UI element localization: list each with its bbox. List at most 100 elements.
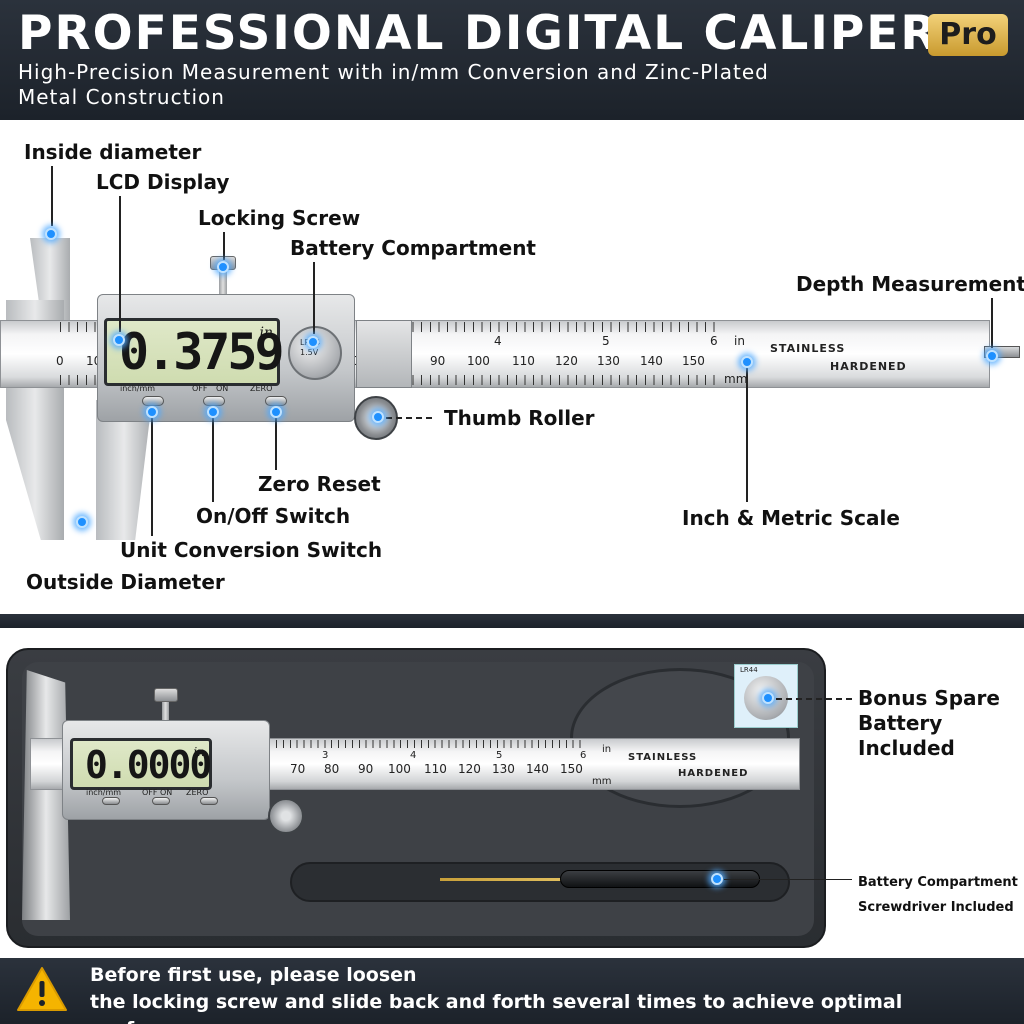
footer-warning-text: Before first use, please loosen the lock… (90, 962, 1010, 1024)
screwdriver-line-1: Battery Compartment (858, 875, 1018, 890)
lcd-value: 0.3759 (119, 323, 285, 381)
case-hardened-label: HARDENED (678, 768, 749, 779)
dot-depth-measurement (986, 350, 998, 362)
dot-unit-conversion-switch (146, 406, 158, 418)
scale-in-6: 6 (710, 334, 718, 348)
case-scale-mm-130: 130 (492, 762, 515, 776)
scale-mm-150: 150 (682, 354, 705, 368)
dot-on-off-switch (207, 406, 219, 418)
lcd-unit: in (259, 325, 274, 341)
label-inch-mm: inch/mm (120, 384, 156, 393)
lcd-display: 0.3759 in (104, 318, 285, 386)
callout-battery-compartment: Battery Compartment (290, 236, 536, 260)
callout-zero-reset: Zero Reset (258, 472, 381, 496)
case-scale-mm-150: 150 (560, 762, 583, 776)
case-scale-unit-in: in (602, 744, 612, 755)
dot-thumb-roller (372, 411, 384, 423)
case-scale-unit-mm: mm (592, 776, 612, 787)
page-subtitle: High-Precision Measurement with in/mm Co… (18, 60, 769, 109)
leader-locking-screw (223, 232, 225, 260)
head-slider-plate (356, 320, 412, 388)
case-scale-mm-70: 70 (290, 762, 306, 776)
battery-compartment[interactable] (288, 326, 342, 380)
battery-voltage: 1.5V (300, 348, 319, 357)
section-divider (0, 614, 1024, 628)
case-scale-in-6: 6 (580, 750, 587, 761)
scale-unit-in: in (734, 334, 745, 348)
scale-unit-mm: mm (724, 372, 748, 386)
leader-unit-conversion-switch (151, 416, 153, 536)
hardened-label: HARDENED (830, 360, 907, 373)
warning-icon (17, 967, 67, 1011)
callout-inside-diameter: Inside diameter (24, 140, 202, 164)
callout-unit-conversion-switch: Unit Conversion Switch (120, 538, 383, 562)
callout-depth-measurement: Depth Measurement (796, 272, 1024, 296)
dot-locking-screw (217, 261, 229, 273)
case-scale-mm-90: 90 (358, 762, 374, 776)
case-lcd-display: 0.0000 in (70, 738, 212, 790)
case-thumb-roller (268, 798, 304, 834)
leader-spare-battery (776, 698, 852, 700)
leader-on-off-switch (212, 416, 214, 502)
case-beam-ticks (276, 740, 586, 748)
case-locking-screw (154, 688, 178, 702)
scale-mm-140: 140 (640, 354, 663, 368)
label-zero: ZERO (250, 384, 273, 393)
case-scale-mm-80: 80 (324, 762, 340, 776)
case-label-inch-mm: inch/mm (86, 788, 122, 797)
case-scale-mm-110: 110 (424, 762, 447, 776)
case-stainless-label: STAINLESS (628, 752, 698, 763)
scale-mm-0: 0 (56, 354, 64, 368)
on-off-button[interactable] (203, 396, 225, 406)
leader-screwdriver (724, 879, 852, 880)
case-locking-screw-stem (162, 702, 169, 722)
unit-conversion-button[interactable] (142, 396, 164, 406)
callout-lcd-display: LCD Display (96, 170, 230, 194)
footer-warning-bar (0, 958, 1024, 1024)
callout-inch-metric-scale: Inch & Metric Scale (682, 506, 900, 530)
callout-thumb-roller: Thumb Roller (444, 406, 595, 430)
dot-outside-diameter (76, 516, 88, 528)
zero-reset-button[interactable] (265, 396, 287, 406)
stainless-label: STAINLESS (770, 342, 846, 355)
scale-mm-130: 130 (597, 354, 620, 368)
label-on: ON (216, 384, 229, 393)
bonus-battery-line-2: Battery (858, 711, 943, 735)
dot-screwdriver (711, 873, 723, 885)
leader-inside-diameter (51, 166, 53, 226)
locking-screw-stem (219, 270, 227, 296)
pro-badge: Pro (928, 14, 1008, 56)
dot-lcd-display (113, 334, 125, 346)
caliper-diagram: 0 10 70 90 100 110 120 130 140 150 4 5 6… (0, 120, 1024, 614)
scale-mm-90: 90 (430, 354, 446, 368)
bonus-battery-line-1: Bonus Spare (858, 686, 1000, 710)
case-zero-button (200, 797, 218, 805)
case-label-zero: ZERO (186, 788, 209, 797)
footer-line-2: the locking screw and slide back and for… (90, 991, 903, 1024)
footer-line-1: Before first use, please loosen (90, 964, 417, 986)
dot-zero-reset (270, 406, 282, 418)
case-lcd-unit: in (193, 745, 205, 759)
callout-locking-screw: Locking Screw (198, 206, 361, 230)
leader-zero-reset (275, 416, 277, 470)
scale-in-4: 4 (494, 334, 502, 348)
leader-depth-measurement (991, 298, 993, 348)
case-scale-mm-100: 100 (388, 762, 411, 776)
dot-inside-diameter (45, 228, 57, 240)
case-scale-in-5: 5 (496, 750, 503, 761)
case-unit-button (102, 797, 120, 805)
spare-battery-label: LR44 (740, 666, 758, 674)
leader-thumb-roller (386, 417, 436, 419)
case-label-off: OFF (142, 788, 158, 797)
dot-spare-battery (762, 692, 774, 704)
callout-on-off-switch: On/Off Switch (196, 504, 351, 528)
callout-outside-diameter: Outside Diameter (26, 570, 225, 594)
scale-mm-100: 100 (467, 354, 490, 368)
case-scale-mm-120: 120 (458, 762, 481, 776)
case-scale-in-4: 4 (410, 750, 417, 761)
header-banner: PROFESSIONAL DIGITAL CALIPER Pro High-Pr… (0, 0, 1024, 120)
case-label-on: ON (160, 788, 173, 797)
scale-in-5: 5 (602, 334, 610, 348)
screwdriver-tip (440, 878, 570, 881)
bonus-battery-line-3: Included (858, 736, 955, 760)
